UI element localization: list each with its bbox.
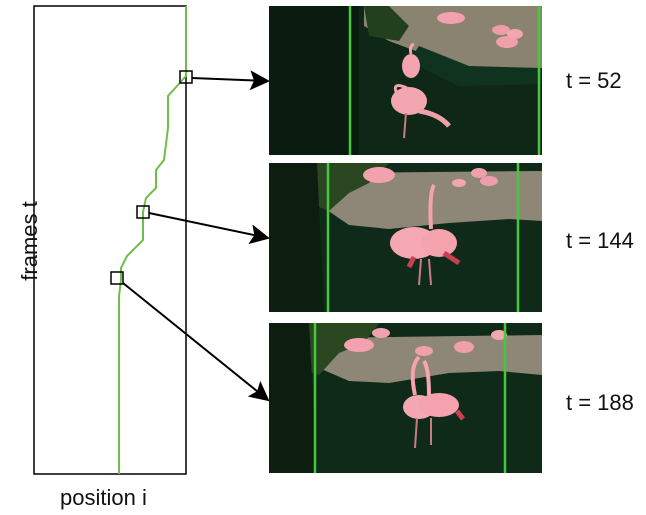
frame-photo-188 (269, 323, 542, 473)
frame-label-52: t = 52 (566, 68, 622, 93)
x-axis-label: position i (60, 485, 147, 510)
seam-path-line (118, 6, 187, 474)
frame-photo-52 (269, 6, 542, 155)
frame-label-144: t = 144 (566, 228, 634, 253)
arrow-to-frame-188 (122, 282, 270, 402)
frame-label-188: t = 188 (566, 390, 634, 415)
frame-marker-188 (110, 271, 124, 285)
arrow-to-frame-52 (191, 70, 270, 91)
frame-marker-52 (179, 70, 193, 84)
path-plot-frame (33, 5, 187, 475)
arrow-to-frame-144 (148, 212, 270, 245)
y-axis-label: frames t (17, 201, 42, 281)
frame-marker-144 (136, 205, 150, 219)
frame-photo-144 (269, 163, 542, 312)
